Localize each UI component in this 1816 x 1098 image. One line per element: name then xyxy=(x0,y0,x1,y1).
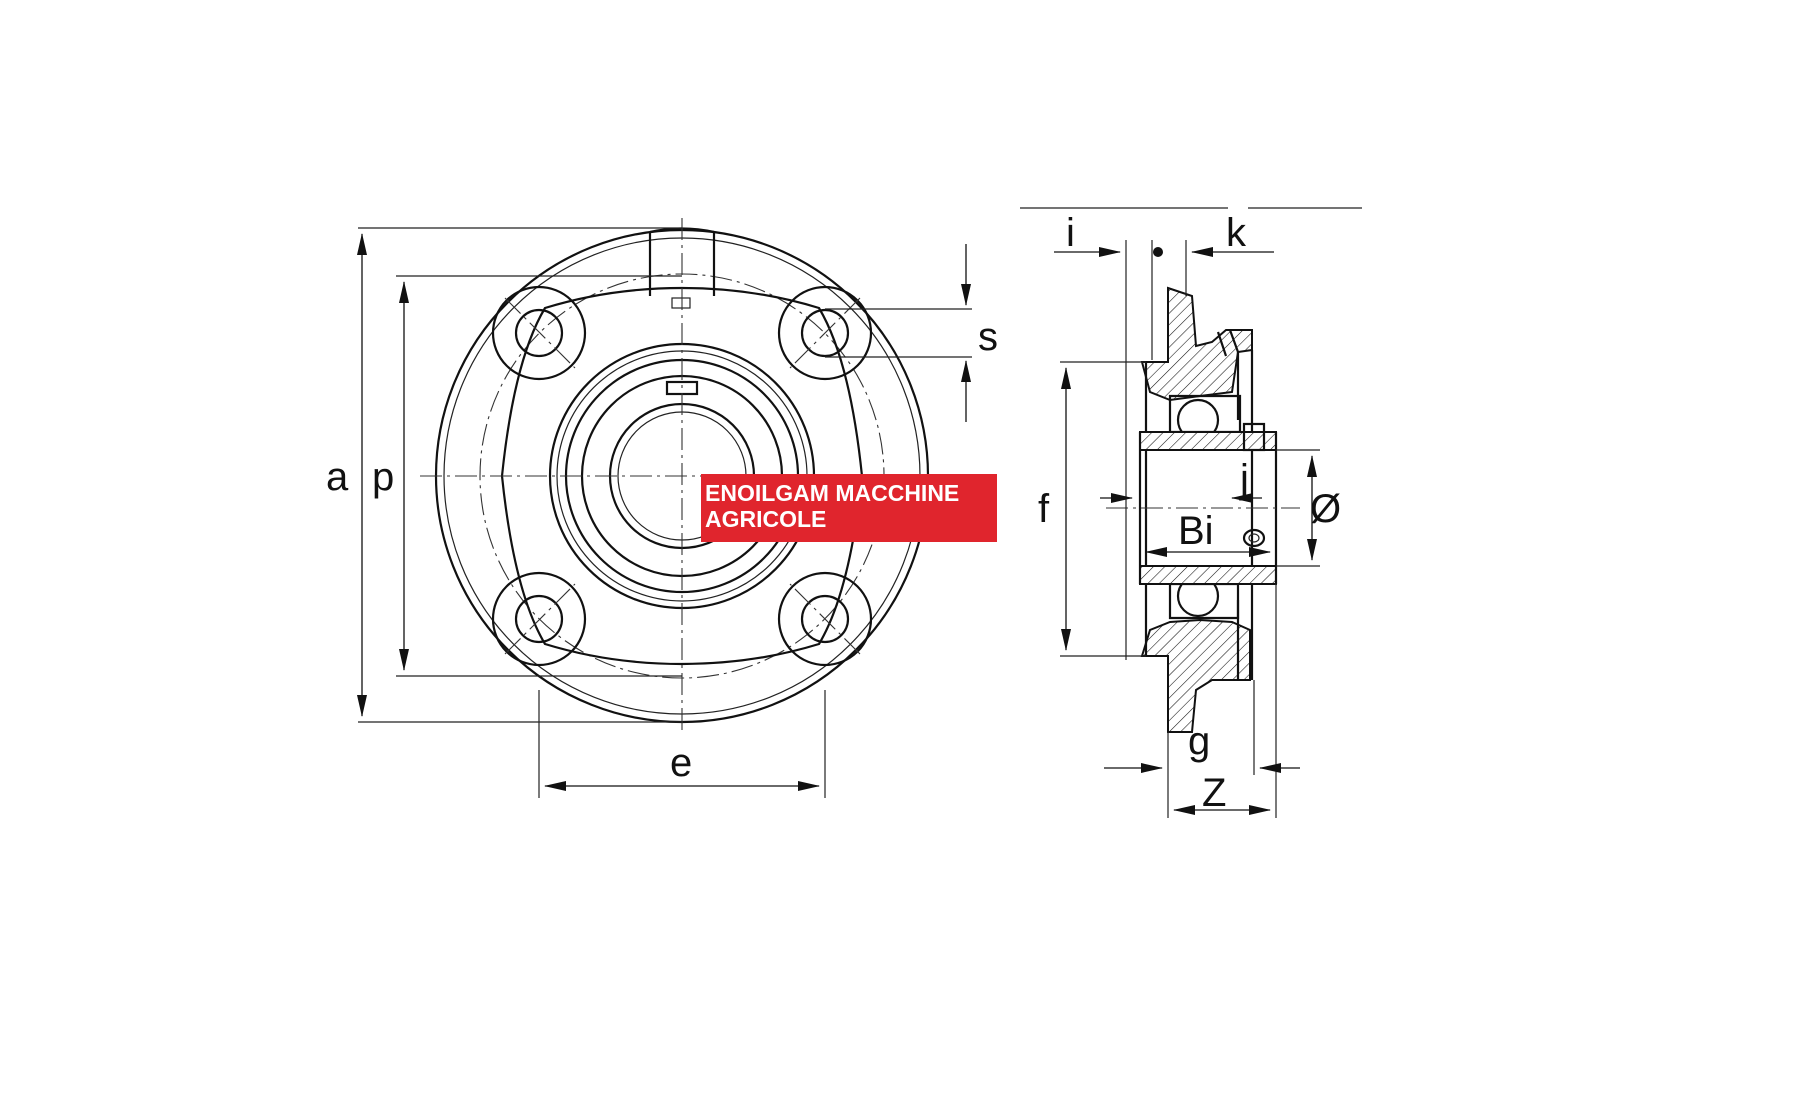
housing-section-lower xyxy=(1140,618,1251,733)
label-bi: Bi xyxy=(1178,509,1214,553)
label-k: k xyxy=(1226,211,1247,255)
label-p: p xyxy=(372,455,394,499)
label-j: j xyxy=(1239,457,1249,501)
banner-line-1: ENOILGAM MACCHINE xyxy=(705,480,960,506)
label-i: i xyxy=(1066,211,1075,255)
bolt-hole-bottom-left xyxy=(514,594,564,644)
banner-line-2: AGRICOLE xyxy=(705,506,827,532)
section-view: i k f j Bi Ø g Z xyxy=(1020,207,1362,818)
bolt-holes xyxy=(514,308,850,644)
bolt-hole-top-left xyxy=(514,308,564,358)
bolt-hole-bottom-right xyxy=(800,594,850,644)
watermark-banner: ENOILGAM MACCHINE AGRICOLE xyxy=(701,474,997,542)
label-g: g xyxy=(1188,719,1210,763)
label-a: a xyxy=(326,455,349,499)
label-f: f xyxy=(1038,487,1050,531)
label-e: e xyxy=(670,741,692,785)
bolt-hole-top-right xyxy=(800,308,850,358)
label-z: Z xyxy=(1202,771,1226,815)
label-s: s xyxy=(978,315,998,359)
inner-ring-lower xyxy=(1139,565,1277,585)
housing-recess xyxy=(500,286,864,666)
label-diameter: Ø xyxy=(1310,487,1341,531)
inner-ring-upper xyxy=(1139,431,1277,451)
bolt-lugs xyxy=(491,285,873,667)
